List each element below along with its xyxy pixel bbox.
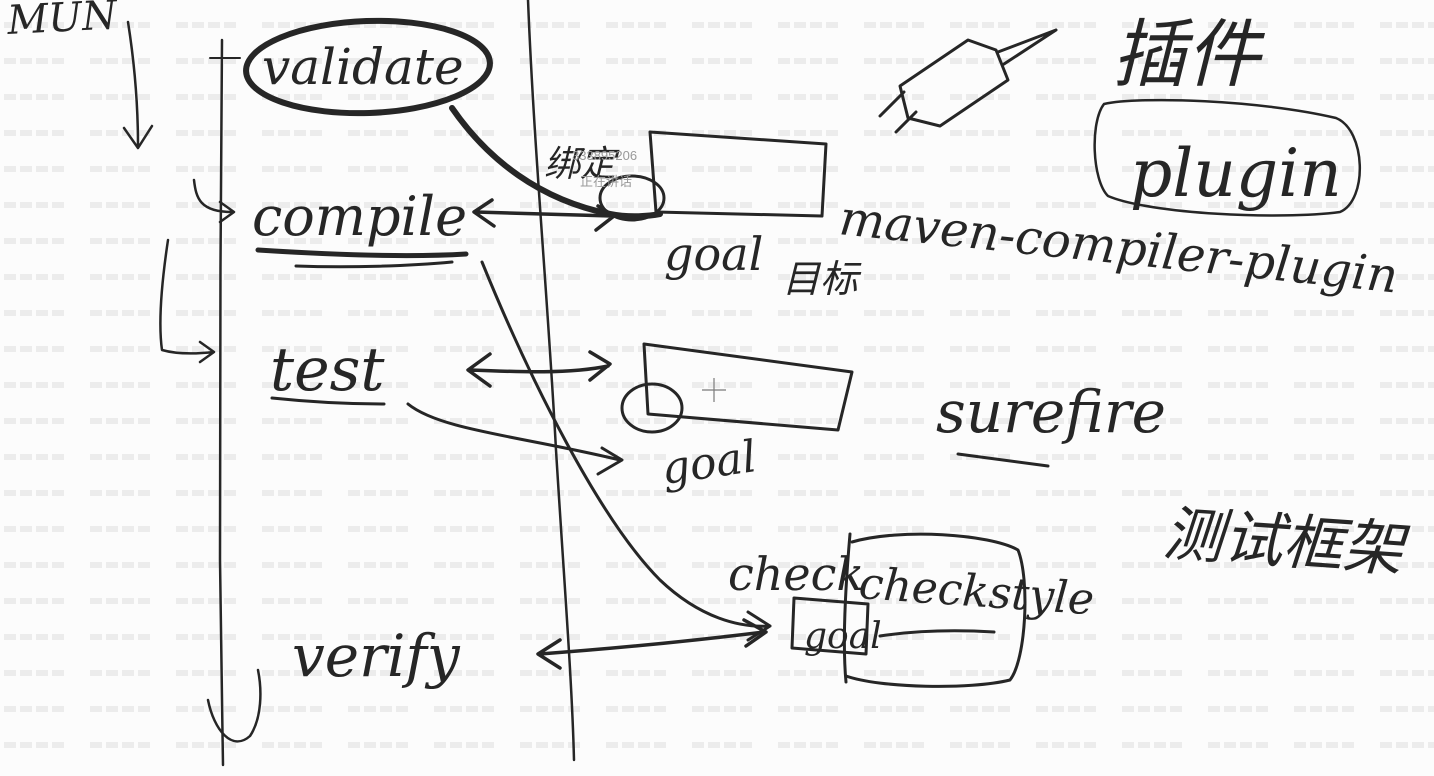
run-label: MUN bbox=[5, 0, 120, 44]
phase-validate: validate bbox=[262, 38, 464, 96]
surefire-name: surefire bbox=[936, 378, 1166, 446]
surefire-underline bbox=[956, 452, 1050, 468]
goal-meaning: 目标 bbox=[782, 257, 862, 301]
surefire-goal-label: goal bbox=[658, 431, 759, 495]
validate-circle bbox=[243, 17, 493, 117]
checkstyle-underline bbox=[878, 629, 996, 638]
bind-label: 绑定 bbox=[544, 144, 620, 185]
cursor-crosshair-icon[interactable] bbox=[702, 378, 726, 402]
surefire-goal-box bbox=[642, 342, 854, 432]
validate-to-goal-curve bbox=[449, 105, 663, 220]
plugin-title-bubble bbox=[1093, 98, 1361, 217]
compiler-goal-box bbox=[648, 130, 828, 218]
phase-compile: compile bbox=[252, 185, 467, 248]
phase-test: test bbox=[270, 335, 385, 405]
test-entry-arrow bbox=[159, 238, 216, 364]
plug-connector-icon bbox=[878, 28, 1058, 134]
compiler-goal-knob bbox=[598, 174, 666, 222]
surefire-goal-knob bbox=[620, 382, 684, 434]
compiler-goal-label: goal bbox=[664, 227, 763, 281]
test-to-surefire-arrow bbox=[406, 402, 624, 476]
test-underline bbox=[270, 396, 386, 406]
plugin-title-en: plugin bbox=[1130, 135, 1342, 212]
surefire-note: 测试框架 bbox=[1161, 499, 1412, 586]
compile-underline-2 bbox=[294, 260, 454, 269]
checkstyle-name: checkstyle bbox=[857, 558, 1096, 625]
check-label: check bbox=[728, 547, 864, 601]
checkstyle-divider bbox=[842, 532, 852, 684]
verify-checkstyle-double-arrow bbox=[536, 618, 768, 670]
compile-goal-double-arrow bbox=[472, 198, 616, 232]
phase-verify: verify bbox=[292, 622, 461, 690]
lifecycle-left-line bbox=[218, 38, 225, 767]
checkstyle-bubble bbox=[844, 532, 1027, 688]
plugin-title-zh: 插件 bbox=[1112, 12, 1266, 98]
down-arrow-icon bbox=[122, 20, 154, 150]
test-goal-double-arrow bbox=[466, 350, 612, 388]
watermark-id: 333895206 bbox=[572, 148, 637, 163]
lifecycle-right-line bbox=[526, 0, 576, 762]
bottom-loop bbox=[206, 668, 262, 743]
checkstyle-goal-box bbox=[790, 596, 870, 656]
checkstyle-goal-label: goal bbox=[804, 616, 882, 657]
compile-to-checkstyle-arrow bbox=[480, 260, 772, 642]
watermark-speaking: 正在讲话 bbox=[580, 174, 632, 189]
compile-underline bbox=[255, 247, 469, 259]
compile-entry-arrow bbox=[192, 178, 236, 224]
